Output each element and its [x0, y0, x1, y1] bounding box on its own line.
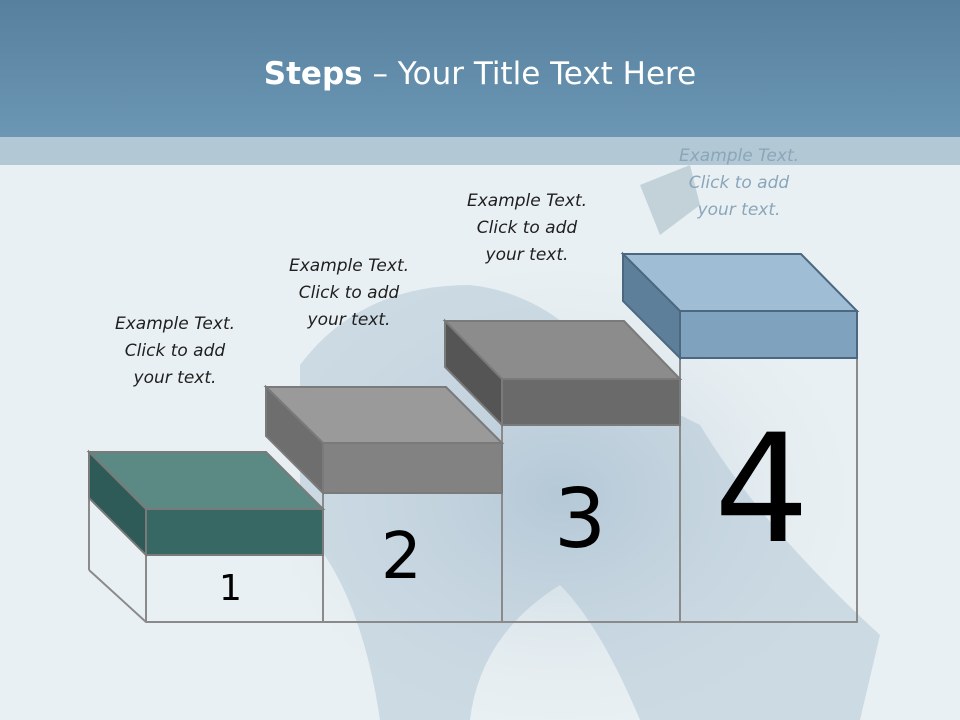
caption-line: your text. — [697, 200, 781, 220]
slide-title[interactable]: Steps – Your Title Text Here — [0, 52, 960, 96]
step-3-number: 3 — [554, 472, 607, 567]
caption-line: Example Text. — [466, 191, 588, 211]
step-1-caption[interactable]: Example Text. Click to add your text. — [90, 311, 260, 392]
header-subbar — [0, 137, 960, 165]
step-4-caption[interactable]: Example Text. Click to add your text. — [654, 143, 824, 224]
step-2-number: 2 — [381, 520, 422, 594]
caption-line: Example Text. — [678, 146, 800, 166]
caption-line: Click to add — [124, 341, 226, 361]
step-2-block — [263, 384, 505, 496]
caption-line: your text. — [485, 245, 569, 265]
header-band — [0, 0, 960, 137]
step-4-number: 4 — [714, 403, 810, 577]
step-4-block — [620, 251, 860, 361]
title-text: – Your Title Text Here — [362, 56, 697, 92]
caption-line: Example Text. — [114, 314, 236, 334]
step-1-block — [86, 449, 326, 558]
caption-line: Click to add — [688, 173, 790, 193]
step-3-block — [442, 318, 683, 428]
caption-line: Click to add — [298, 283, 400, 303]
step-1-number: 1 — [219, 568, 242, 609]
caption-line: your text. — [307, 310, 391, 330]
caption-line: your text. — [133, 368, 217, 388]
caption-line: Click to add — [476, 218, 578, 238]
title-bold: Steps — [263, 56, 363, 92]
step-3-caption[interactable]: Example Text. Click to add your text. — [442, 188, 612, 269]
caption-line: Example Text. — [288, 256, 410, 276]
step-2-caption[interactable]: Example Text. Click to add your text. — [264, 253, 434, 334]
